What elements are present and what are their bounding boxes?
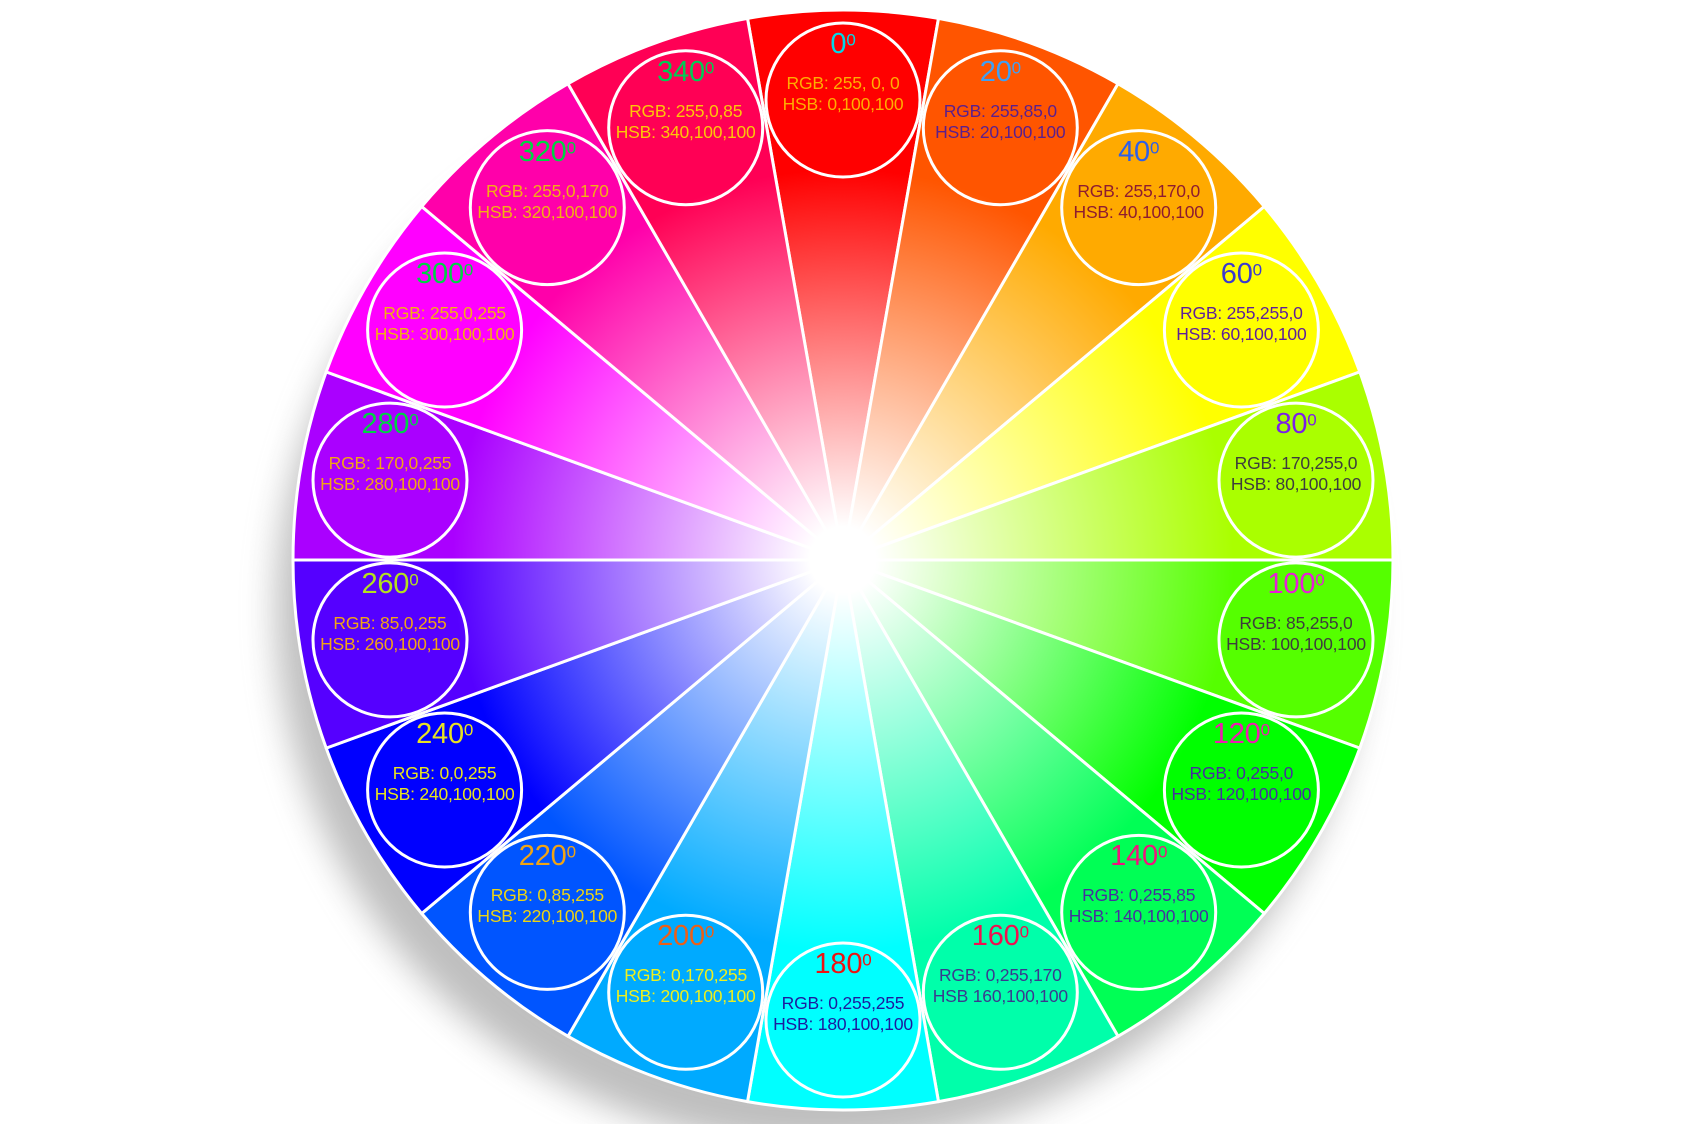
label-circle-280 [311,401,469,559]
label-circle-220 [468,833,626,991]
label-circle-80 [1217,401,1375,559]
label-circle-100 [1217,561,1375,719]
label-circle-0 [764,21,922,179]
label-circle-200 [607,913,765,1071]
label-circle-20 [921,49,1079,207]
label-circle-340 [607,49,765,207]
label-circle-40 [1060,129,1218,287]
label-circle-320 [468,129,626,287]
label-circle-60 [1162,251,1320,409]
label-circle-160 [921,913,1079,1071]
label-circle-120 [1162,711,1320,869]
label-circle-300 [366,251,524,409]
label-circle-260 [311,561,469,719]
label-circle-240 [366,711,524,869]
label-circle-140 [1060,833,1218,991]
label-circle-180 [764,941,922,1099]
